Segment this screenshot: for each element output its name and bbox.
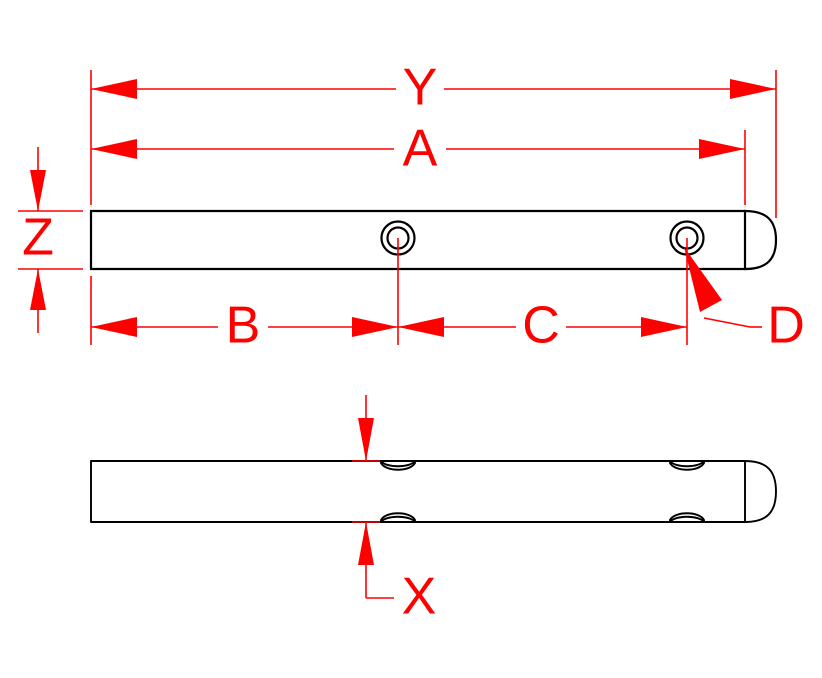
groove-center-top	[380, 460, 416, 471]
arrow-head-x-bottom	[358, 522, 374, 565]
dimension-label-y: Y	[403, 59, 438, 117]
arrow-head-x-top	[358, 418, 374, 461]
groove-end-top	[669, 460, 705, 471]
side-view	[90, 460, 777, 523]
dimension-label-c: C	[522, 297, 560, 355]
arrow-head-d	[684, 247, 722, 312]
dimension-y: Y	[91, 59, 776, 117]
top-view-body-outline	[89, 209, 747, 271]
dimension-b: B	[91, 297, 398, 355]
arrow-head-b-left	[91, 317, 137, 337]
top-view-dome-end	[743, 209, 778, 271]
dimension-x: X	[352, 395, 436, 626]
dimension-d: D	[684, 247, 805, 355]
dimension-label-z: Z	[22, 209, 54, 267]
leader-line-d-diagonal	[703, 317, 751, 328]
side-view-body-outline	[90, 460, 746, 523]
groove-center-bottom	[380, 512, 416, 523]
arrow-head-a-right	[699, 139, 745, 159]
arrow-head-y-right	[730, 79, 776, 99]
top-view-extension-lines	[18, 70, 777, 345]
arrow-head-z-top	[30, 170, 46, 211]
dimension-label-b: B	[226, 297, 261, 355]
groove-end-bottom	[669, 512, 705, 523]
arrow-head-c-left	[398, 317, 444, 337]
dimension-label-d: D	[767, 297, 805, 355]
arrow-head-z-bottom	[30, 269, 46, 310]
arrow-head-c-right	[641, 317, 687, 337]
arrow-head-y-left	[91, 79, 137, 99]
side-view-dome-end	[744, 460, 777, 523]
top-view	[89, 209, 778, 271]
dimension-c: C	[398, 297, 687, 355]
dimension-label-x: X	[402, 568, 437, 626]
dimension-z: Z	[22, 147, 54, 333]
dimension-label-a: A	[403, 120, 438, 178]
arrow-head-a-left	[91, 139, 137, 159]
dimension-a: A	[91, 120, 745, 178]
arrow-head-b-right	[352, 317, 398, 337]
